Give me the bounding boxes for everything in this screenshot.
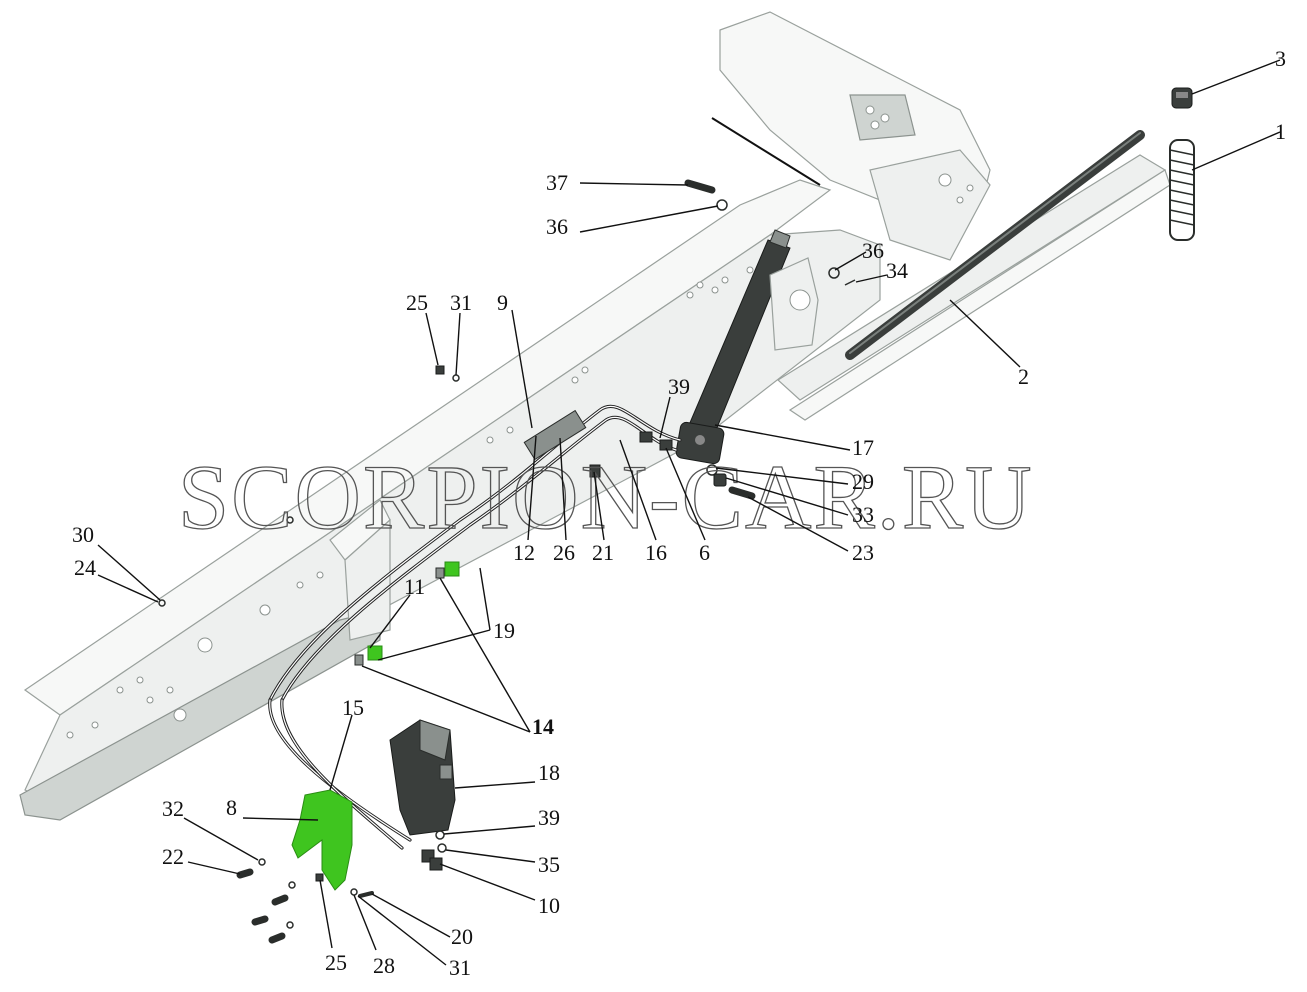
callout-29: 29 — [852, 469, 874, 494]
callout-16: 16 — [645, 540, 667, 565]
callout-30: 30 — [72, 522, 94, 547]
mounting-bracket — [291, 789, 353, 891]
clip-upper — [444, 561, 460, 577]
fitting-10b — [429, 857, 443, 871]
washer-36-upper — [716, 199, 728, 211]
callout-labels: 3 1 2 37 36 36 34 25 31 9 39 17 29 33 23… — [72, 46, 1286, 980]
callout-39-lower: 39 — [538, 805, 560, 830]
watermark-text: SCORPION-CAR.RU — [178, 446, 1034, 548]
washer-36-lower — [828, 267, 840, 279]
bolt-23 — [728, 486, 756, 500]
callout-18: 18 — [538, 760, 560, 785]
clip-lower — [367, 645, 383, 661]
washer-29 — [706, 464, 718, 476]
leader-lines — [97, 59, 1281, 966]
shaft-rod — [845, 130, 1145, 360]
callout-2: 2 — [1018, 364, 1029, 389]
washer-35 — [437, 843, 447, 853]
callout-10: 10 — [538, 893, 560, 918]
callout-37: 37 — [546, 170, 568, 195]
callout-19: 19 — [493, 618, 515, 643]
callout-9: 9 — [497, 290, 508, 315]
callout-11: 11 — [404, 574, 425, 599]
callout-17: 17 — [852, 435, 874, 460]
callout-12: 12 — [513, 540, 535, 565]
guide-rail — [777, 130, 1171, 421]
callout-21: 21 — [592, 540, 614, 565]
hydraulic-cylinder — [675, 229, 819, 465]
callout-31-lower: 31 — [449, 955, 471, 980]
valve-block — [389, 719, 456, 836]
callout-8: 8 — [226, 795, 237, 820]
pin-34 — [844, 279, 856, 286]
callout-23: 23 — [852, 540, 874, 565]
callout-33: 33 — [852, 502, 874, 527]
callout-31-upper: 31 — [450, 290, 472, 315]
callout-39-upper: 39 — [668, 374, 690, 399]
hose-lines — [268, 404, 682, 850]
fasteners-lower — [158, 365, 460, 944]
pin-37 — [684, 179, 716, 194]
callout-36-lower: 36 — [862, 238, 884, 263]
callout-14: 14 — [532, 714, 554, 739]
callout-20: 20 — [451, 924, 473, 949]
callout-26: 26 — [553, 540, 575, 565]
callout-22: 22 — [162, 844, 184, 869]
callout-3: 3 — [1275, 46, 1286, 71]
rear-cable-line — [711, 117, 821, 186]
callout-28: 28 — [373, 953, 395, 978]
callout-24: 24 — [74, 555, 96, 580]
callout-36-upper: 36 — [546, 214, 568, 239]
callout-25-upper: 25 — [406, 290, 428, 315]
callout-15: 15 — [342, 695, 364, 720]
callout-35: 35 — [538, 852, 560, 877]
spring-cap-part — [1171, 87, 1193, 109]
callout-25-lower: 25 — [325, 950, 347, 975]
washer-39-lower — [435, 830, 445, 840]
frame-rail — [19, 11, 991, 821]
callout-6: 6 — [699, 540, 710, 565]
callout-34: 34 — [886, 258, 908, 283]
callout-1: 1 — [1275, 119, 1286, 144]
nut-33 — [713, 473, 727, 487]
spring-part — [1169, 139, 1195, 241]
callout-32: 32 — [162, 796, 184, 821]
